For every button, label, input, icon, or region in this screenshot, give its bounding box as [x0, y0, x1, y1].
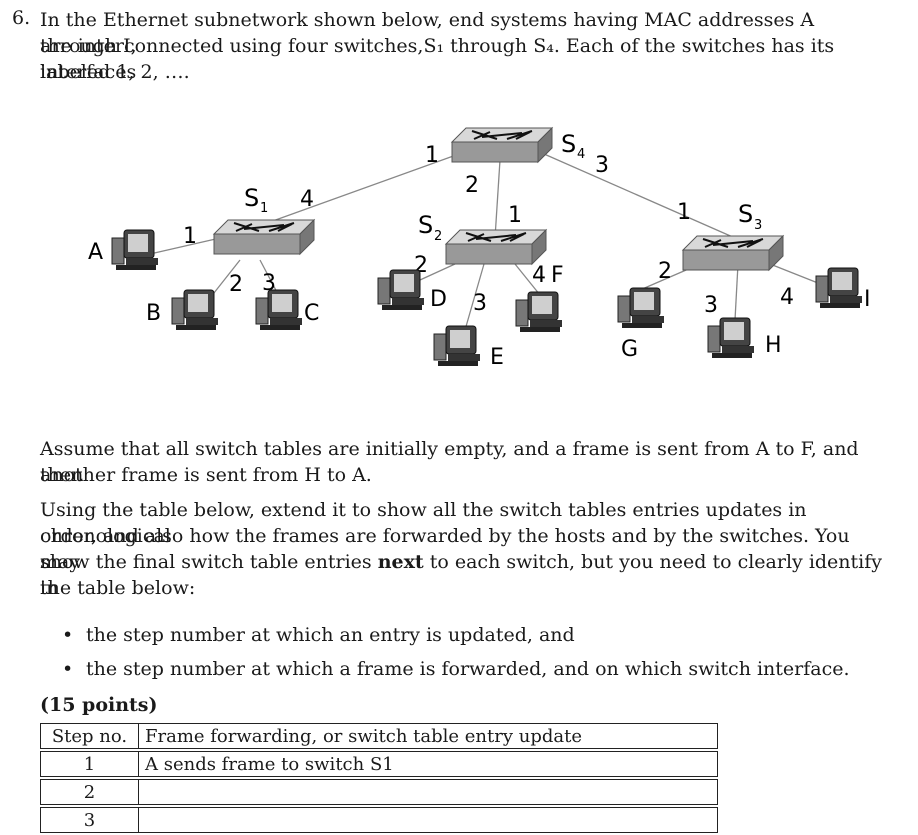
table-cell-description[interactable] [139, 807, 718, 833]
s2-port-4: 4 [532, 263, 546, 288]
table-row: 1 A sends frame to switch S1 [40, 751, 718, 777]
host-c-label: C [304, 301, 319, 326]
host-h-label: H [765, 333, 782, 358]
host-f-label: F [551, 263, 564, 288]
switch-s4-sub: 4 [577, 147, 585, 162]
question-line-3: labeled 1, 2, …. [40, 59, 892, 85]
s3-port-1: 1 [677, 200, 691, 225]
host-i-label: I [864, 287, 871, 312]
host-i: I [816, 268, 871, 312]
table-cell-description[interactable]: A sends frame to switch S1 [139, 751, 718, 777]
steps-table: Step no. Frame forwarding, or switch tab… [40, 721, 718, 835]
s4-port-2: 2 [465, 173, 479, 198]
s3-port-3: 3 [704, 293, 718, 318]
switch-s1-sub: 1 [260, 201, 268, 216]
instructions-line-3-bold: next [378, 551, 424, 573]
s4-port-3: 3 [595, 153, 609, 178]
host-g-label: G [621, 337, 638, 362]
s2-port-1: 1 [508, 203, 522, 228]
switch-s4-label: S [561, 130, 576, 158]
bullet-list: the step number at which an entry is upd… [62, 618, 850, 686]
switch-s1-label: S [244, 184, 259, 212]
switch-s3-label: S [738, 200, 753, 228]
host-b: B [146, 290, 218, 330]
bullet-item: the step number at which a frame is forw… [62, 652, 850, 686]
host-c: C [256, 290, 319, 330]
s1-port-2: 2 [229, 272, 243, 297]
host-a-label: A [88, 240, 103, 265]
bullet-item: the step number at which an entry is upd… [62, 618, 850, 652]
s1-port-1: 1 [183, 224, 197, 249]
table-cell-step: 2 [40, 779, 139, 805]
s3-port-2: 2 [658, 259, 672, 284]
header-description: Frame forwarding, or switch table entry … [139, 723, 718, 749]
switch-s3: S 3 1 2 3 4 [658, 200, 794, 318]
host-h: H [708, 318, 782, 358]
s3-port-4: 4 [780, 285, 794, 310]
host-a: A [88, 230, 158, 270]
switch-s3-sub: 3 [754, 218, 762, 233]
question-number: 6. [12, 7, 30, 29]
table-header-row: Step no. Frame forwarding, or switch tab… [40, 723, 718, 749]
switch-s2-label: S [418, 211, 433, 239]
table-row: 2 [40, 779, 718, 805]
s2-port-3: 3 [473, 291, 487, 316]
assume-line-2: another frame is sent from H to A. [40, 462, 892, 488]
switch-s1: S 1 4 1 2 3 [183, 184, 314, 297]
table-cell-step: 3 [40, 807, 139, 833]
s1-port-4: 4 [300, 187, 314, 212]
header-step-no: Step no. [40, 723, 139, 749]
host-e: E [434, 326, 504, 370]
s4-port-1: 1 [425, 143, 439, 168]
host-b-label: B [146, 301, 161, 326]
table-cell-description[interactable] [139, 779, 718, 805]
instructions-line-3-pre: show the final switch table entries [40, 551, 378, 573]
table-row: 3 [40, 807, 718, 833]
switch-s4: S 4 1 2 3 [425, 128, 609, 198]
switch-s2-sub: 2 [434, 229, 442, 244]
host-g: G [618, 288, 664, 362]
host-e-label: E [490, 345, 504, 370]
table-cell-step: 1 [40, 751, 139, 777]
host-d: D [378, 270, 447, 312]
points-label: (15 points) [40, 694, 158, 716]
host-d-label: D [430, 287, 447, 312]
instructions-line-4: the table below: [40, 575, 892, 601]
network-diagram: S 4 1 2 3 S 1 4 1 2 3 S 2 1 2 3 4 S 3 1 … [0, 110, 918, 390]
